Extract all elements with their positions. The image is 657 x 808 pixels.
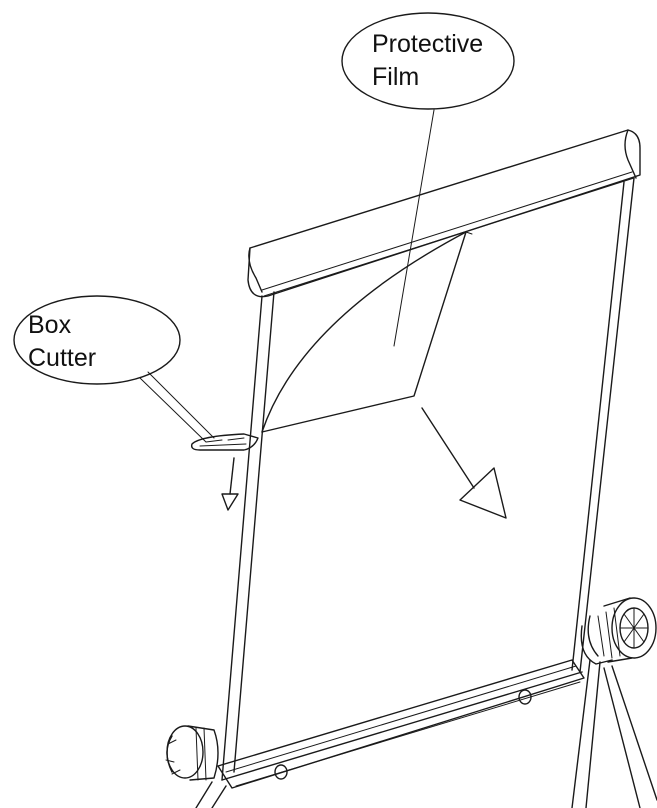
peel-direction-arrow: [421, 407, 507, 519]
board-frame: [221, 177, 635, 781]
right-clamp-knob: [580, 597, 657, 665]
left-clamp-knob: [165, 725, 219, 781]
callout-box-cutter-line2: Cutter: [28, 344, 96, 372]
callout-protective-film-line2: Film: [372, 63, 419, 91]
pen-tray: [217, 659, 585, 789]
callout-protective-film-line1: Protective: [372, 30, 483, 58]
cut-direction-arrow: [221, 457, 239, 511]
top-rail: [247, 129, 641, 298]
box-cutter-tool: [190, 433, 259, 451]
easel-legs: [195, 659, 657, 808]
callout-box-cutter: Box Cutter: [13, 295, 215, 443]
callout-box-cutter-line1: Box: [28, 311, 72, 339]
protective-film: [261, 231, 473, 433]
callout-protective-film: Protective Film: [341, 12, 515, 347]
